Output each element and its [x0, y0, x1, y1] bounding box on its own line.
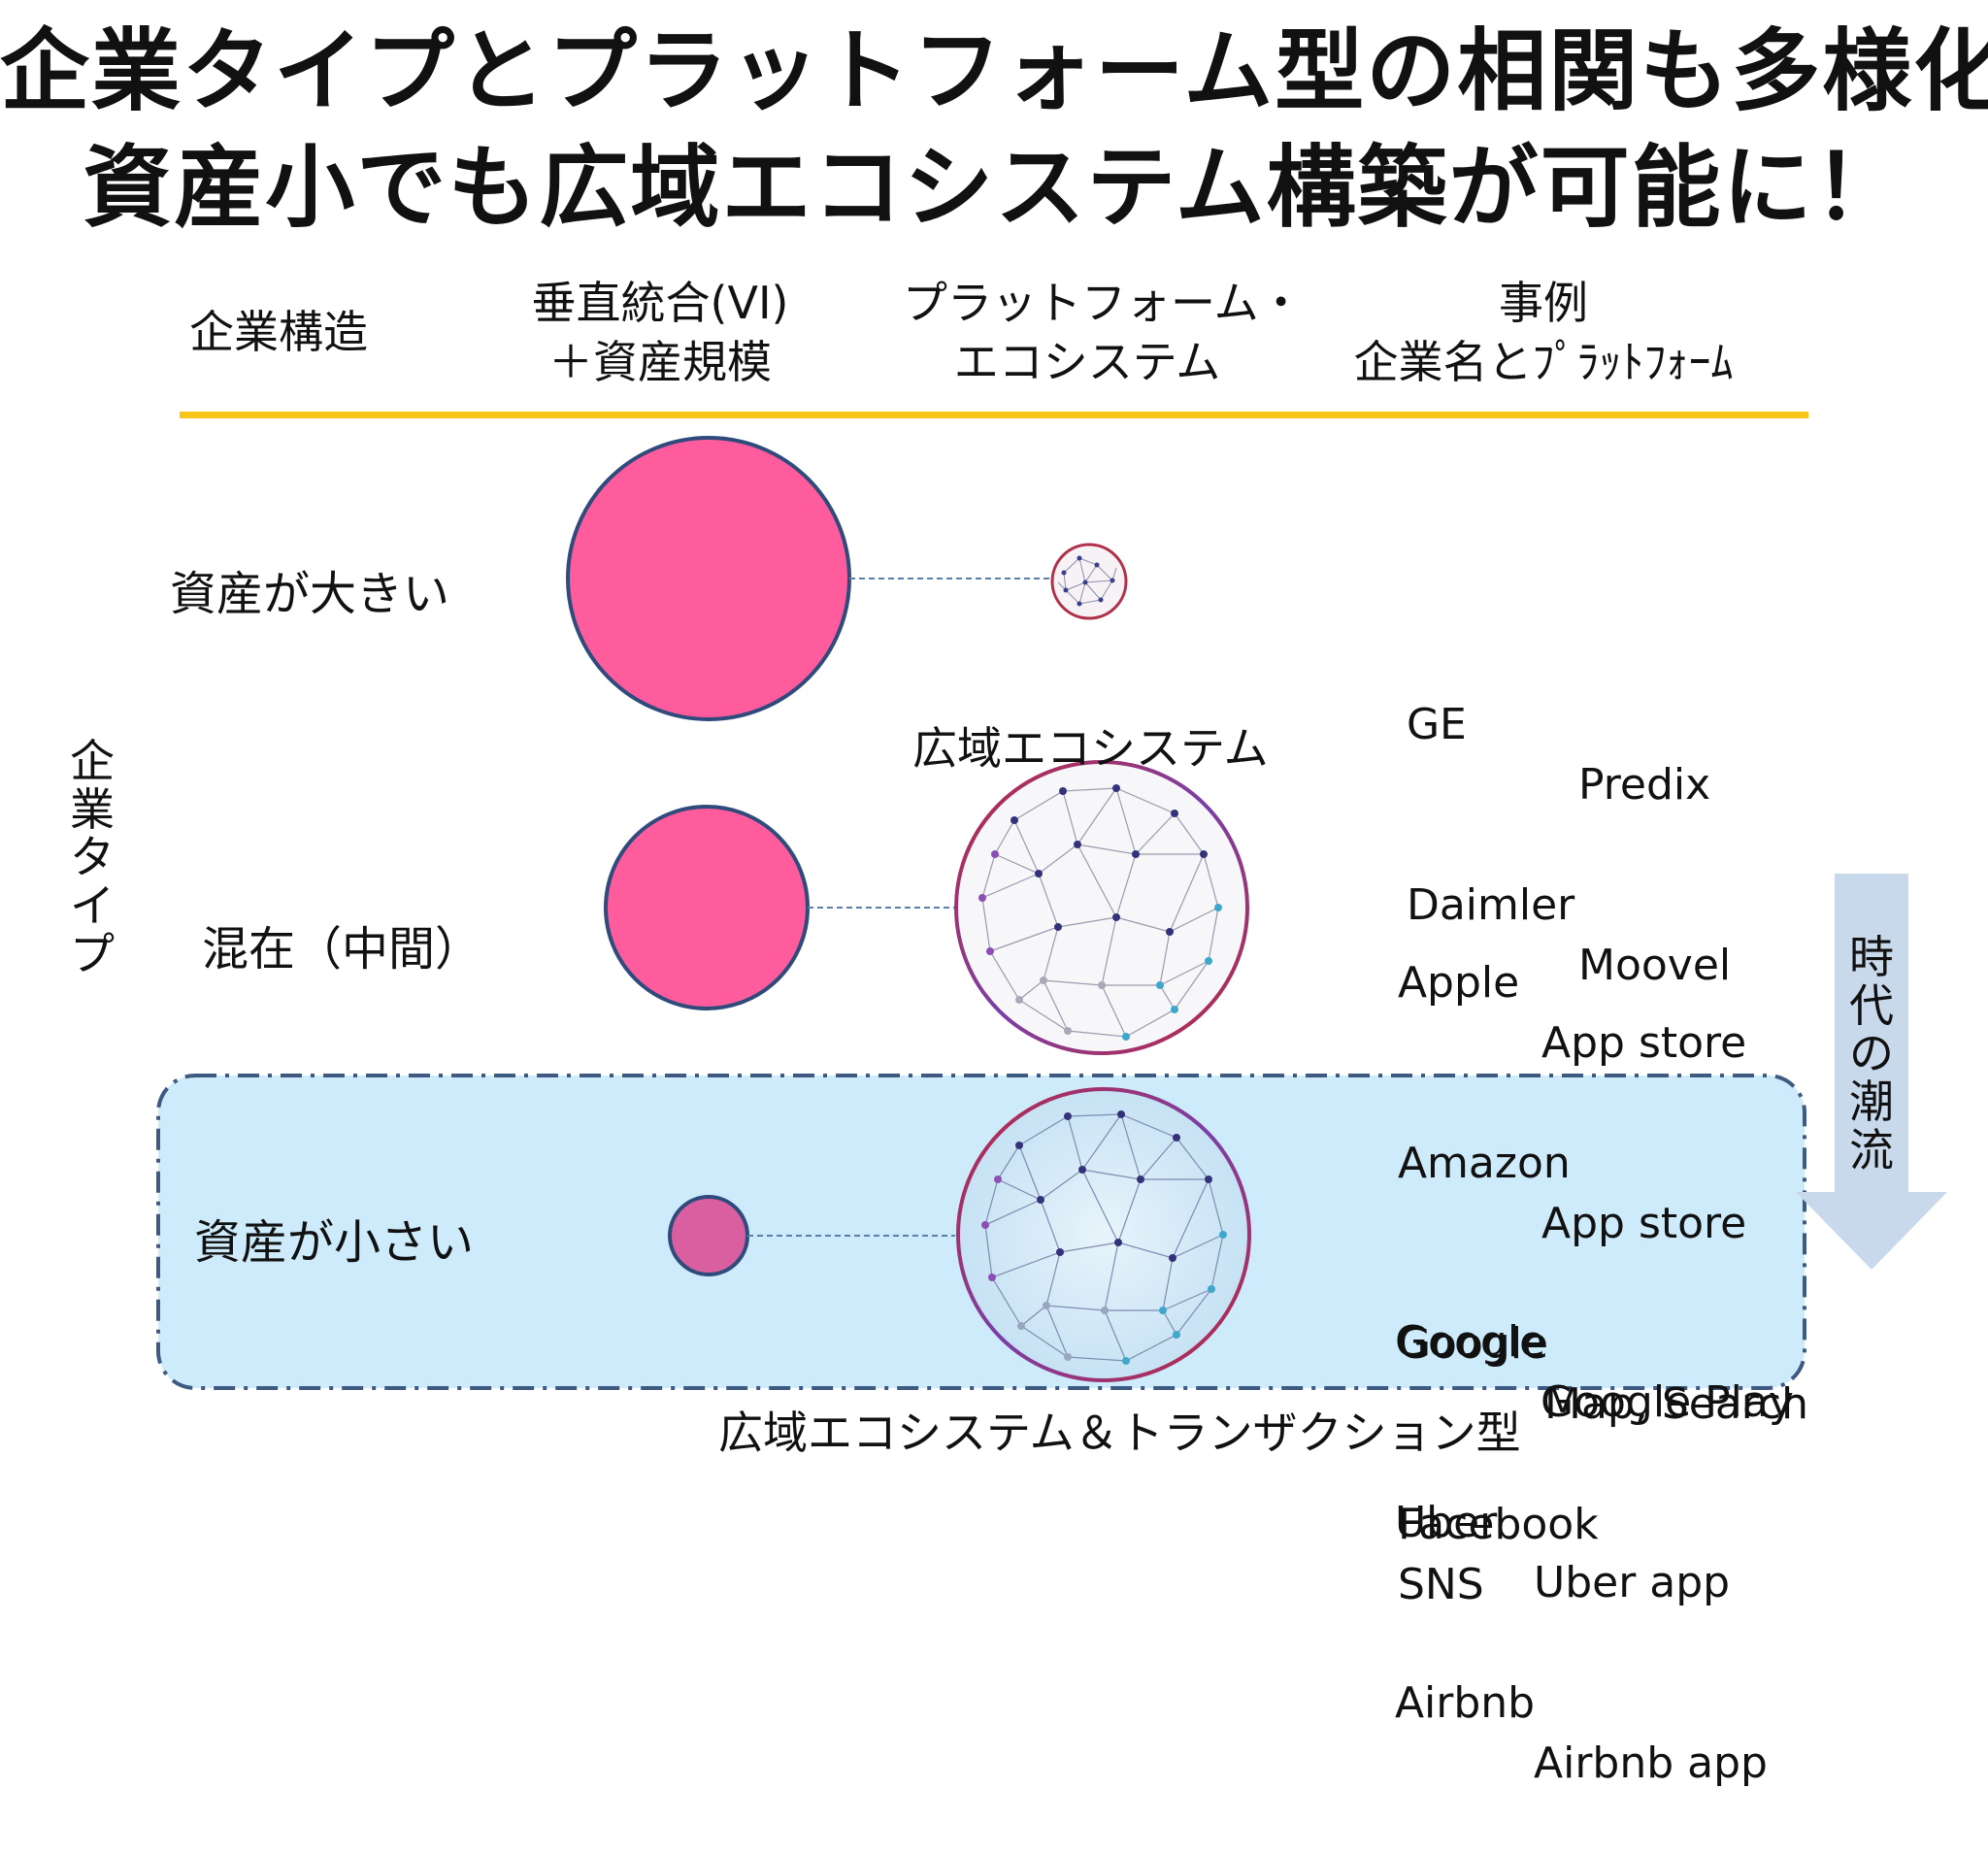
asset-circle-medium	[604, 805, 810, 1010]
example-platform: Uber app	[1534, 1558, 1731, 1607]
examples-row-1: GE Predix Daimler Moovel	[1352, 514, 1731, 990]
title-line-2: 資産小でも広域エコシステム構築が可能に！	[83, 136, 1905, 240]
example-platform: App store	[1541, 1018, 1747, 1068]
wide-ecosystem-label: 広域エコシステム	[912, 722, 1269, 775]
example-company: Amazon	[1397, 1139, 1571, 1188]
header-examples-line2: 企業名とﾌﾟﾗｯﾄﾌｫｰﾑ	[1353, 335, 1734, 388]
trend-arrow	[1796, 874, 1947, 1270]
title-line-1: 企業タイプとプラットフォーム型の相関も多様化	[0, 19, 1988, 123]
example-platform: App store	[1541, 1199, 1747, 1248]
example-item: Amazon App store	[1343, 1074, 1746, 1248]
trend-label-char: の	[1849, 1027, 1894, 1080]
header-rule	[180, 412, 1808, 418]
example-item: Google Google Play	[1341, 1252, 1794, 1427]
asset-circle-large	[566, 436, 851, 721]
network-globe-medium	[954, 760, 1249, 1055]
network-globe-blue	[956, 1087, 1251, 1382]
axis-label-company-type: 企業タイプ	[64, 735, 120, 980]
header-platform: プラットフォーム・ エコシステム	[903, 274, 1304, 391]
example-platform: Map, Search	[1544, 1379, 1808, 1429]
header-vi-line1: 垂直統合(VI)	[531, 277, 789, 329]
example-item: Daimler Moovel	[1352, 815, 1731, 990]
example-company: Google	[1397, 1319, 1549, 1369]
trend-label-char: 代	[1849, 978, 1894, 1032]
example-platform: Airbnb app	[1534, 1738, 1768, 1788]
example-company: Daimler	[1406, 880, 1575, 930]
example-company: Google	[1394, 1317, 1546, 1367]
header-vi-line2: ＋資産規模	[548, 335, 772, 388]
example-item: Apple App store	[1343, 893, 1746, 1068]
trend-label-char: 時	[1849, 931, 1894, 983]
axis-label-char: プ	[70, 927, 115, 980]
diagram-graphics	[156, 412, 1947, 1390]
axis-label-char: 業	[70, 782, 115, 836]
example-item: GE Predix	[1352, 635, 1710, 810]
trend-label-char: 潮	[1849, 1076, 1894, 1129]
highlight-caption: 広域エコシステム＆トランザクション型	[718, 1407, 1521, 1459]
row-label-small-assets: 資産が小さい	[194, 1215, 475, 1270]
example-item: Airbnb Airbnb app	[1341, 1613, 1768, 1788]
network-globe-small	[1050, 543, 1128, 620]
header-examples-line1: 事例	[1499, 277, 1588, 329]
axis-label-char: 企	[70, 735, 115, 787]
example-platform: Moovel	[1578, 941, 1732, 990]
header-vi: 垂直統合(VI) ＋資産規模	[505, 274, 815, 391]
example-platform: Google Play	[1541, 1377, 1794, 1427]
row-label-mixed: 混在（中間）	[202, 922, 482, 977]
header-platform-line1: プラットフォーム・	[903, 277, 1304, 329]
axis-label-char: タ	[70, 831, 115, 884]
axis-label-char: イ	[70, 879, 115, 933]
example-company: Uber	[1394, 1498, 1498, 1547]
example-company: Apple	[1397, 958, 1520, 1008]
example-platform: Predix	[1578, 760, 1711, 810]
example-company: GE	[1406, 700, 1467, 749]
trend-label: 時代の潮流	[1844, 931, 1899, 1176]
trend-label-char: 流	[1849, 1123, 1894, 1176]
header-examples: 事例 企業名とﾌﾟﾗｯﾄﾌｫｰﾑ	[1330, 274, 1757, 391]
asset-circle-small	[668, 1195, 749, 1276]
example-company: Airbnb	[1394, 1678, 1536, 1728]
row-label-large-assets: 資産が大きい	[170, 567, 450, 621]
header-structure: 企業構造	[189, 306, 368, 358]
header-platform-line2: エコシステム	[953, 335, 1221, 388]
example-item: Google Map, Search	[1343, 1254, 1808, 1429]
